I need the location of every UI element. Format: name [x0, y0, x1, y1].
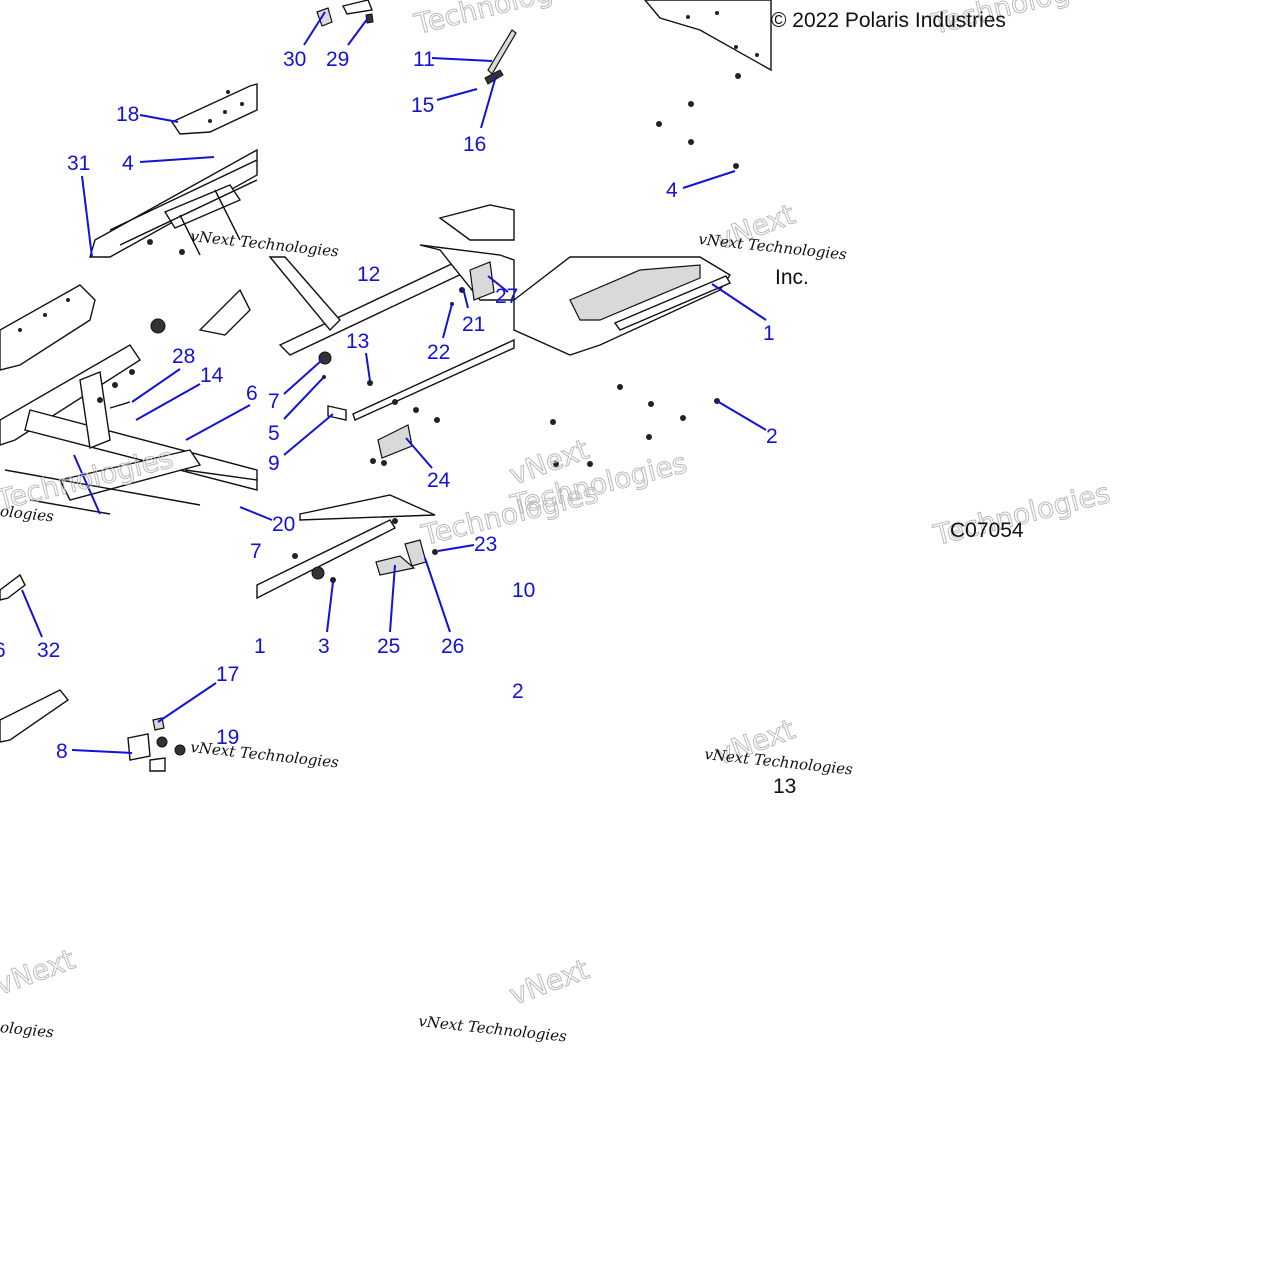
callout-15: 15 [411, 94, 434, 117]
callout-2-upper: 2 [766, 425, 778, 448]
callout-26: 26 [441, 635, 464, 658]
callout-4-floor: 4 [666, 179, 678, 202]
watermark-brand-sub: Technologies [411, 0, 594, 41]
callout-1-upper: 1 [763, 322, 775, 345]
callout-10: 10 [512, 579, 535, 602]
callout-14: 14 [200, 364, 224, 387]
tile-middle-right [513, 256, 731, 467]
callout-7-upper: 7 [268, 390, 280, 413]
callout-25: 25 [377, 635, 400, 658]
callout-5: 5 [268, 422, 280, 445]
watermark-brand-script: vNext Technologies [190, 227, 340, 261]
callout-16: 16 [463, 133, 486, 156]
callout-27: 27 [495, 285, 518, 308]
copyright-text: © 2022 Polaris Industries [771, 9, 1006, 32]
callout-29: 29 [326, 48, 349, 71]
leader-lines [21, 11, 767, 754]
callout-2-lower: 2 [512, 680, 524, 703]
tile-center [268, 244, 515, 466]
callout-24: 24 [427, 469, 451, 492]
callout-22: 22 [427, 341, 450, 364]
callout-6-lower: 6 [0, 639, 6, 662]
callout-9: 9 [268, 452, 280, 475]
callout-6-upper: 6 [246, 382, 258, 405]
tile-top-left [89, 83, 258, 258]
diagram-code: C07054 [950, 519, 1024, 542]
watermark-brand-script: vNext Technologies [190, 738, 340, 772]
tile-bottom-left [0, 573, 186, 772]
callouts: 30 29 11 15 16 18 31 4 4 12 27 21 22 13 … [0, 48, 796, 798]
tile-bottom-center [256, 494, 438, 600]
callout-21: 21 [462, 313, 485, 336]
callout-28: 28 [172, 345, 195, 368]
callout-23: 23 [474, 533, 497, 556]
callout-12: 12 [357, 263, 380, 286]
callout-20: 20 [272, 513, 295, 536]
callout-7-lower: 7 [250, 540, 262, 563]
callout-4-frame: 4 [122, 152, 134, 175]
callout-18: 18 [116, 103, 139, 126]
tile-top-middle [316, 0, 517, 241]
callout-17: 17 [216, 663, 239, 686]
callout-1-lower: 1 [254, 635, 266, 658]
callout-8: 8 [56, 740, 68, 763]
callout-30: 30 [283, 48, 306, 71]
callout-3: 3 [318, 635, 330, 658]
callout-13-lower: 13 [773, 775, 796, 798]
callout-11: 11 [413, 48, 435, 71]
copyright-suffix: Inc. [775, 266, 809, 289]
tile-middle-left [0, 284, 258, 515]
callout-31: 31 [67, 152, 90, 175]
tile-top-right [644, 0, 772, 169]
callout-13-upper: 13 [346, 330, 369, 353]
callout-32: 32 [37, 639, 60, 662]
callout-19: 19 [216, 726, 239, 749]
